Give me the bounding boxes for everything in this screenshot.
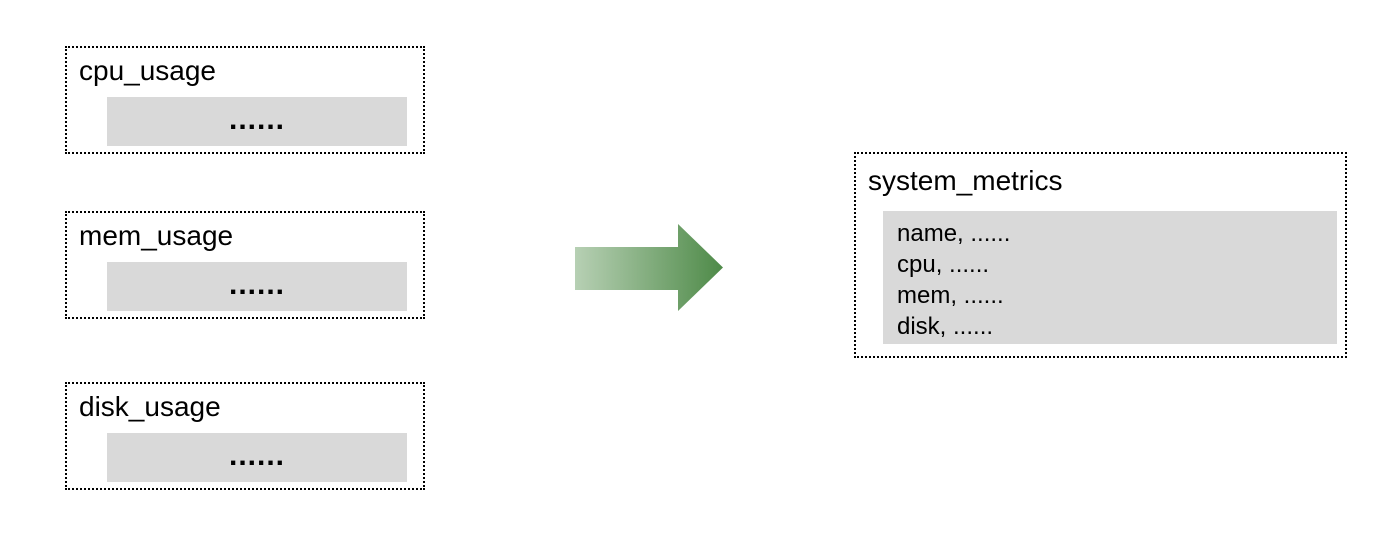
source-table-disk-usage: disk_usage ......: [65, 382, 425, 490]
source-table-mem-usage: mem_usage ......: [65, 211, 425, 319]
table-row: cpu, ......: [897, 251, 990, 278]
result-table-body: name, ...... cpu, ...... mem, ...... dis…: [883, 211, 1337, 344]
table-row: disk, ......: [897, 313, 994, 340]
table-title: cpu_usage: [79, 55, 217, 86]
table-body-placeholder: ......: [107, 97, 407, 146]
right-arrow-icon: [575, 224, 723, 311]
table-body-placeholder: ......: [107, 433, 407, 482]
table-title: system_metrics: [868, 165, 1063, 196]
table-row: name, ......: [897, 220, 1011, 247]
source-table-cpu-usage: cpu_usage ......: [65, 46, 425, 154]
ellipsis-text: ......: [228, 268, 285, 301]
result-table-system-metrics: system_metrics name, ...... cpu, ...... …: [854, 152, 1347, 358]
table-title: mem_usage: [79, 220, 234, 251]
table-title: disk_usage: [79, 391, 221, 422]
ellipsis-text: ......: [228, 103, 285, 136]
table-row: mem, ......: [897, 282, 1004, 309]
table-body-placeholder: ......: [107, 262, 407, 311]
ellipsis-text: ......: [228, 439, 285, 472]
